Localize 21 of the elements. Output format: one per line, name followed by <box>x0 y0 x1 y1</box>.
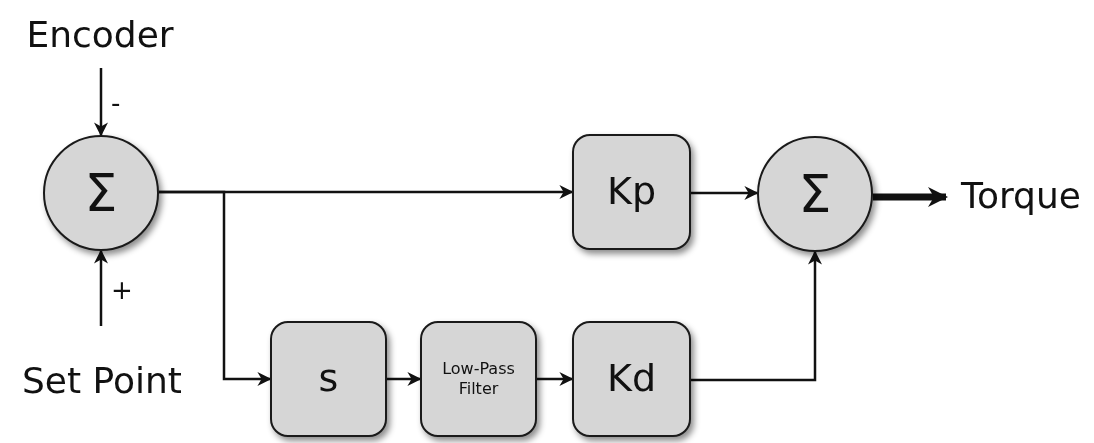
arrow <box>537 372 574 386</box>
derivative-block <box>270 321 387 437</box>
block-label: s <box>318 355 339 403</box>
arrow <box>873 187 948 207</box>
arrow <box>691 250 822 382</box>
arrow <box>94 249 108 326</box>
sum-symbol: Σ <box>798 162 832 226</box>
block-label: Low-Pass Filter <box>441 359 516 399</box>
arrow <box>691 186 759 200</box>
gain-block <box>572 134 691 250</box>
input-label: Set Point <box>8 356 196 404</box>
input-label: Encoder <box>10 12 190 56</box>
arrow <box>94 68 108 137</box>
arrow <box>387 372 422 386</box>
sum-symbol: Σ <box>84 161 118 225</box>
block-label: Kd <box>606 355 656 403</box>
gain-block <box>572 321 691 437</box>
arrow <box>159 190 272 386</box>
filter-block <box>420 321 537 437</box>
output-label: Torque <box>950 172 1092 218</box>
block-label: Kp <box>606 168 656 216</box>
